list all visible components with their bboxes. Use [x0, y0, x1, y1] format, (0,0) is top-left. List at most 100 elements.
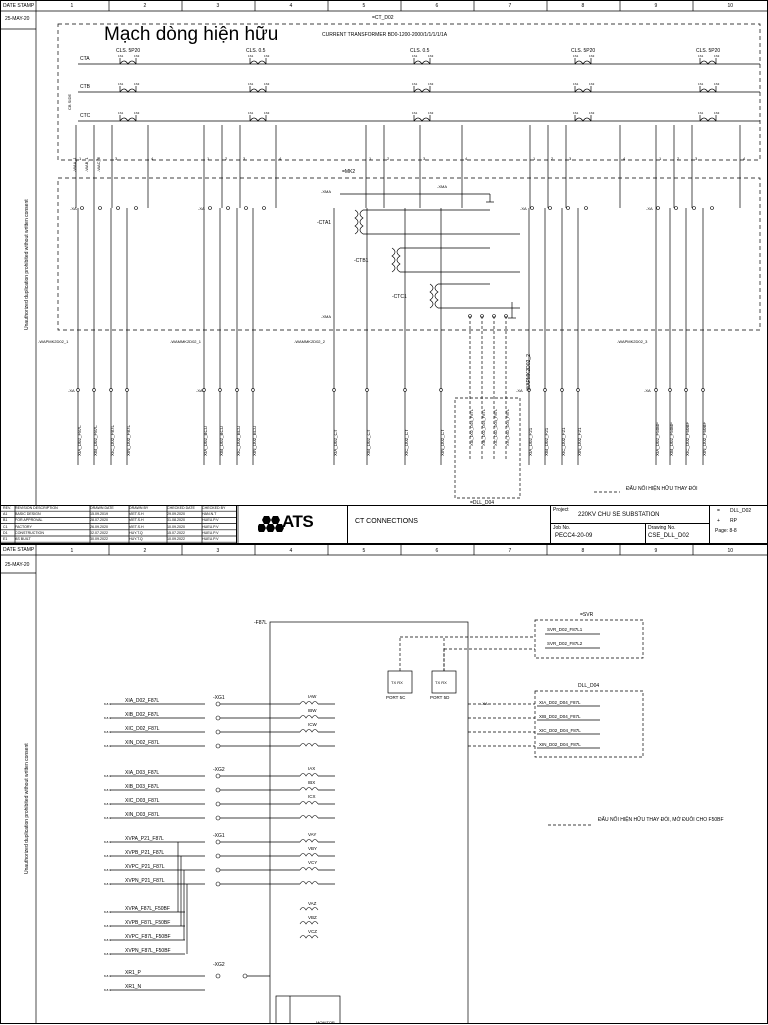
dll-dashed-box — [534, 690, 644, 758]
revision-cell: FACTORY — [15, 524, 32, 529]
xg-terminal — [215, 729, 221, 735]
xg-label: -XG2 — [213, 767, 225, 773]
terminal-xa-label: -XA — [68, 388, 75, 393]
logo-box — [236, 505, 348, 544]
xa-terminal-lower — [251, 388, 255, 392]
xa-strip-1 — [98, 206, 102, 210]
wire-label: XIA_D02_F87L — [77, 425, 82, 456]
ct-class-label: CLS. 5P20 — [571, 48, 595, 54]
dll-wire-label: XIA_D02_D04_F87L — [539, 700, 581, 705]
xma-label: -XMA — [321, 314, 331, 319]
voltage-coil — [299, 921, 319, 925]
revision-cell: VIET.S.H — [129, 512, 144, 517]
dll-wire-label: XIB_D02_D04_F87L — [539, 714, 581, 719]
wire-number: 2 — [387, 156, 390, 161]
input-wire-label: XVPC_P21_F87L — [125, 864, 165, 870]
xa-terminal-lower — [202, 388, 206, 392]
bus-cable-label: -WAPMK2D02_3 — [617, 339, 648, 344]
column-number: 5 — [362, 548, 366, 554]
xa-terminal-lower — [684, 388, 688, 392]
wire-label: XIN_D02_CT — [440, 429, 445, 456]
right-block-plus: + — [717, 518, 720, 524]
ct-terminal: 1S3 — [589, 82, 595, 86]
svr-dashed-box — [534, 619, 644, 659]
svr-box-label: =SVR — [580, 612, 594, 618]
wire-label: XIC_D02_BCU — [236, 426, 241, 456]
ct-terminal: 1S3 — [714, 54, 720, 58]
dll-box-label: DLL_D04 — [578, 683, 600, 689]
dll-dashed-box — [454, 397, 521, 499]
wire-label: XIB_D02_F87L — [93, 425, 98, 456]
column-number: 2 — [143, 3, 147, 9]
ct-terminal: 1S1 — [248, 111, 254, 115]
phase-label: CTC — [80, 113, 91, 119]
revision-header-cell: CHECKED DATE — [167, 506, 195, 510]
right-block-location: RP — [730, 518, 737, 524]
f50bf-wire-label: XVPN_F87L_F50BF — [125, 948, 171, 954]
sheet-reference: 8-8.1 — [104, 774, 111, 778]
terminal-xa-label: -XA — [516, 388, 523, 393]
ct-core-coil — [119, 117, 137, 122]
revision-cell: FOR APPROVAL — [15, 518, 43, 523]
revision-cell: 26.09.2020 — [90, 524, 108, 529]
xg-terminal — [242, 973, 248, 979]
xg-terminal — [215, 839, 221, 845]
xa-terminal-lower — [218, 388, 222, 392]
ct-terminal: 1S1 — [412, 82, 418, 86]
ct-terminal: 1S3 — [428, 82, 434, 86]
wire-number: 3 — [695, 156, 698, 161]
job-label: Job No. — [553, 525, 571, 531]
wire-number: 3 — [569, 156, 572, 161]
aux-ct-label: -CTA1 — [317, 220, 331, 226]
sheet-reference: 8-8.1 — [104, 854, 111, 858]
column-number: 3 — [216, 548, 220, 554]
mk2-label: =MK2 — [342, 169, 356, 175]
sheet-reference: 8-8.1 — [104, 816, 111, 820]
sheet-reference: 8-8.1 — [104, 744, 111, 748]
right-block-name: DLL_D02 — [730, 508, 752, 514]
wire-number: 1 — [369, 156, 372, 161]
sheet-reference: 8-8.1 — [104, 988, 111, 992]
xa-terminal-lower — [365, 388, 369, 392]
terminal-xa-label: -XA — [196, 388, 203, 393]
sheet-reference: 8-8.1 — [104, 882, 111, 886]
ct-core-coil — [249, 117, 267, 122]
page-number: Page: 8-8 — [715, 528, 737, 534]
xg-terminal — [215, 743, 221, 749]
revision-header-cell: DRAWN DATE — [90, 506, 114, 510]
sheet-reference: 8-8.1 — [104, 868, 111, 872]
column-number: 7 — [508, 3, 512, 9]
wire-label: XIB_D02_BCU — [219, 426, 224, 456]
dll-wire-label: XIA_D02_D04_F87L — [469, 408, 474, 446]
cb-side-label: CB SIDE — [67, 93, 72, 110]
wire-label: XIA_D02_BCU — [203, 426, 208, 456]
phase-label: CTA — [80, 56, 90, 62]
wire-number: 4 — [151, 156, 154, 161]
coil-current-label: ICX — [308, 794, 316, 799]
xg-terminal — [215, 881, 221, 887]
ct-terminal: 1S3 — [428, 54, 434, 58]
bus-cable-label: -WAMMK2D02_2 — [294, 339, 326, 344]
wire-label: XIC_D02_F87L — [110, 424, 115, 456]
ct-terminal: 1S1 — [118, 54, 124, 58]
wire-label: XIC_D02_CT — [404, 429, 409, 456]
terminal-xa-label: -XA — [520, 206, 527, 211]
port-label: PORT 5C — [386, 695, 406, 700]
project-divider — [550, 523, 710, 524]
revision-cell: VIET.S.H — [129, 518, 144, 523]
sheet-reference: 8-8.1 — [104, 702, 111, 706]
sheet-reference: 8-8.1 — [104, 952, 111, 956]
column-number: 3 — [216, 3, 220, 9]
date-stamp-value: 25-MAY-20 — [5, 562, 30, 568]
ct-group-label: =CT_D02 — [372, 15, 394, 21]
coil-current-label: IAX — [308, 766, 315, 771]
wire-label: XIB_D02_CT — [366, 429, 371, 456]
xg-terminal — [215, 787, 221, 793]
input-coil — [299, 839, 319, 843]
ct-core-coil — [574, 88, 592, 93]
ct-core-coil — [413, 88, 431, 93]
column-number: 6 — [435, 548, 439, 554]
wire-number: 4 — [279, 156, 282, 161]
